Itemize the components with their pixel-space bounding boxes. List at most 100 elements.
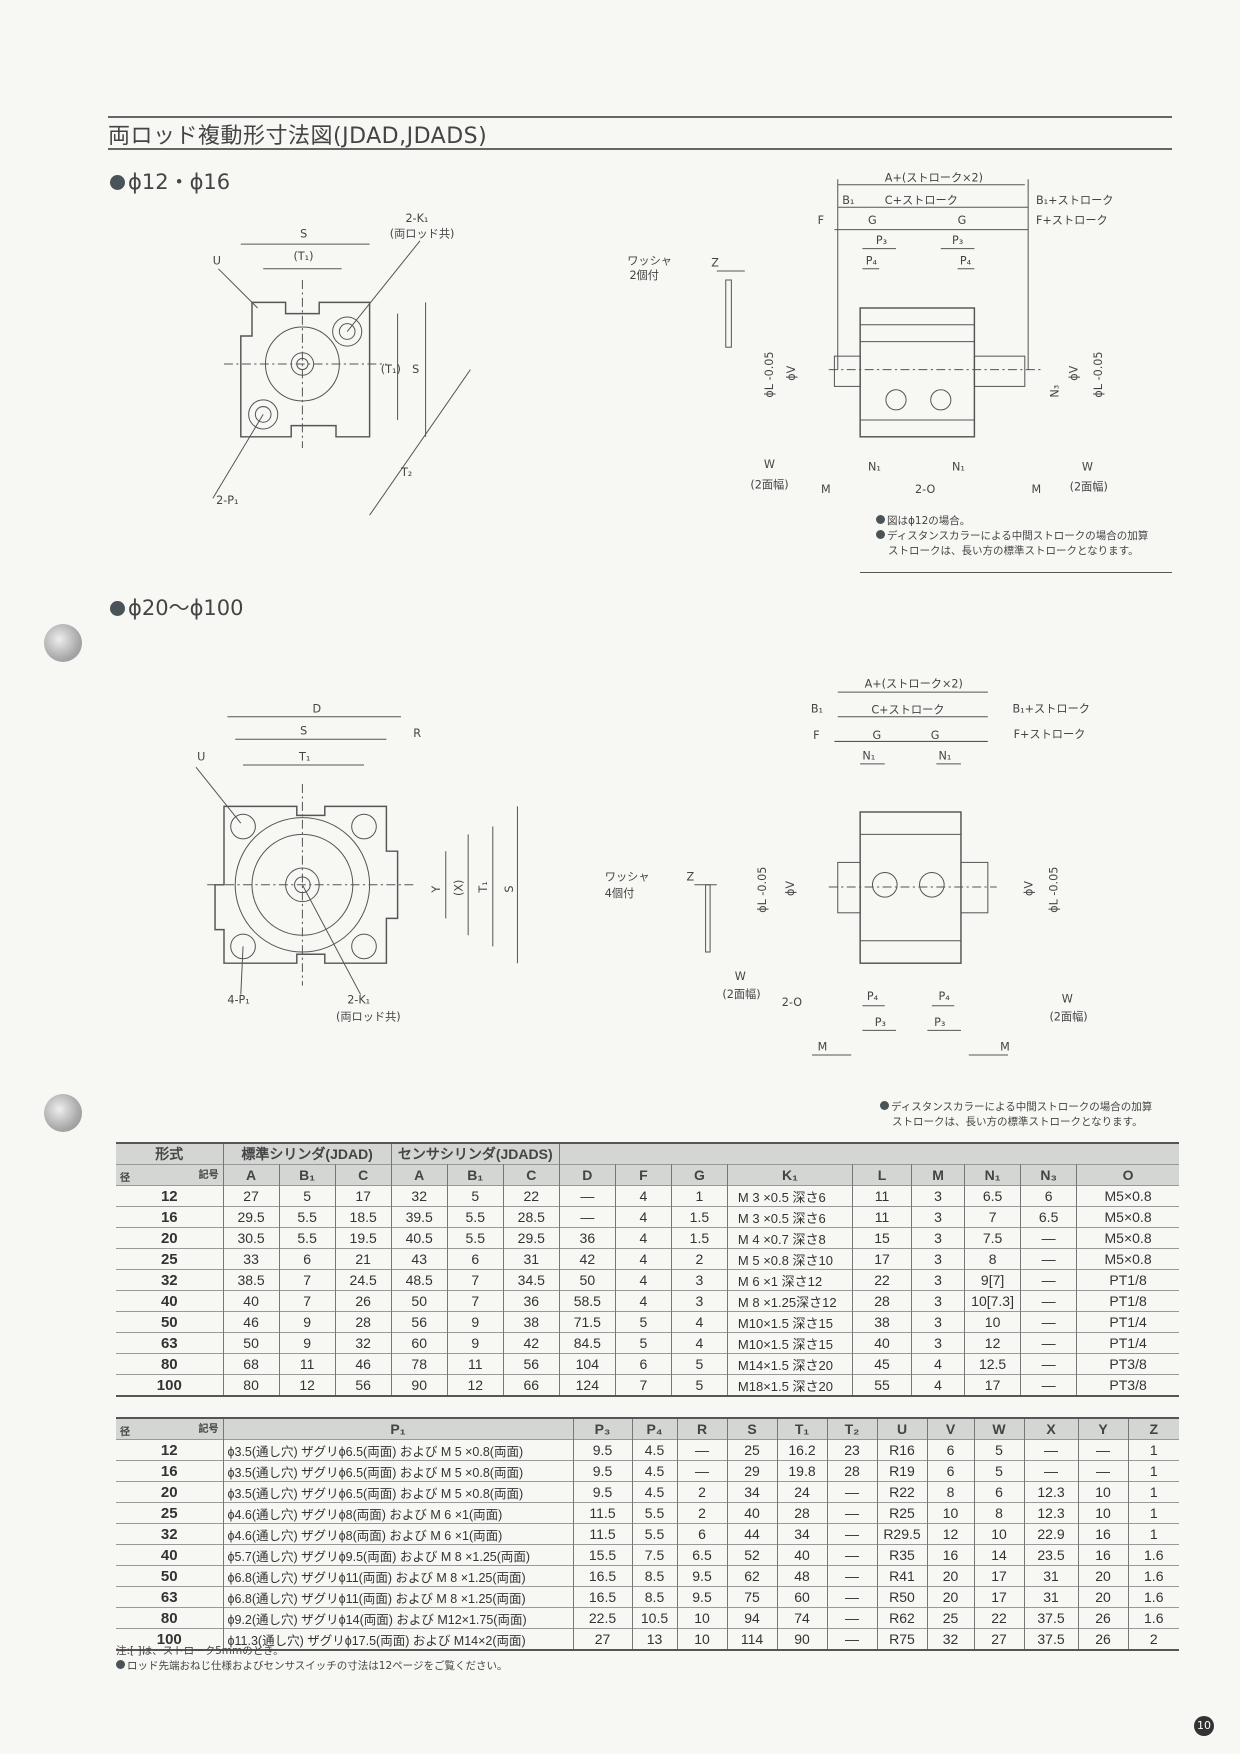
table-cell: 5.5 [632, 1523, 678, 1545]
bullet-icon [880, 1101, 889, 1110]
table-cell: M5×0.8 [1104, 1209, 1152, 1225]
table-cell: 27 [573, 1628, 633, 1650]
table-cell: M 4 ×0.7 深さ8 [727, 1227, 854, 1249]
table-cell: 42 [559, 1248, 616, 1270]
table-cell: 9 [279, 1311, 336, 1333]
table-cell: PT1/4 [1109, 1314, 1147, 1330]
dim-P1: 4-P₁ [227, 994, 249, 1007]
table-cell: — [1020, 1269, 1078, 1291]
table-cell: 24 [777, 1481, 828, 1503]
table-cell: 9 [447, 1311, 504, 1333]
table-cell: 7 [447, 1269, 504, 1291]
table-cell: 10 [677, 1628, 728, 1650]
table-cell: — [677, 1439, 728, 1461]
table-cell: PT1/8 [1109, 1293, 1147, 1309]
bore-cell: 12 [116, 1185, 224, 1207]
table-cell: 46 [335, 1353, 392, 1375]
table-cell: 12 [447, 1374, 504, 1396]
table-cell: 62 [727, 1565, 778, 1587]
bore-cell: 40 [116, 1290, 224, 1312]
table-cell: 5 [671, 1374, 728, 1396]
table-cell: 5 [279, 1185, 336, 1207]
table-cell: 84.5 [559, 1332, 616, 1354]
dim-S: S [300, 725, 307, 738]
table-cell: 124 [559, 1374, 616, 1396]
table-cell: 1.6 [1144, 1568, 1164, 1584]
table-cell: 17 [335, 1185, 392, 1207]
note-line: ディスタンスカラーによる中間ストロークの場合の加算 [880, 1100, 1152, 1115]
header-standard-cylinder: 標準シリンダ(JDAD) [223, 1143, 392, 1165]
table-cell: 14 [974, 1544, 1025, 1566]
dim-P4: P₄ [866, 254, 878, 267]
table-cell: 4 [615, 1185, 672, 1207]
dim-D: D [312, 702, 321, 715]
table-cell: 6.5 [1020, 1206, 1078, 1228]
footnote-reference: ロッド先端おねじ仕様およびセンサスイッチの寸法は12ページをご覧ください。 [127, 1660, 508, 1672]
note-text: ストロークは、長い方の標準ストロークとなります。 [892, 1116, 1143, 1128]
bore-cell: 50 [116, 1311, 224, 1333]
table-cell: M5×0.8 [1104, 1251, 1152, 1267]
table-cell: ϕ4.6(通し穴) ザグリϕ8(両面) および M 6 ×1(両面) [223, 1523, 574, 1545]
table-cell: 6 [447, 1248, 504, 1270]
dim-W: W [1062, 992, 1073, 1005]
table-cell: 4.5 [632, 1460, 678, 1482]
dim-R: R [413, 727, 421, 740]
table-cell: M10×1.5 深さ15 [727, 1311, 854, 1333]
table-cell: 39.5 [391, 1206, 448, 1228]
bore-cell: 16 [116, 1206, 224, 1228]
table-cell: 38 [503, 1311, 560, 1333]
table-cell: 1.5 [671, 1227, 728, 1249]
column-header: N₃ [1020, 1164, 1078, 1186]
table-cell: R35 [877, 1544, 928, 1566]
table-cell: — [559, 1206, 616, 1228]
bore-cell: 20 [116, 1481, 224, 1503]
corner-bore: 径 [120, 1173, 130, 1184]
washer-label: ワッシャ [605, 870, 650, 883]
note-line: 図はϕ12の場合。 [876, 514, 1148, 529]
bore-cell: 63 [116, 1586, 224, 1608]
notes-top: 図はϕ12の場合。 ディスタンスカラーによる中間ストロークの場合の加算 ストロー… [876, 514, 1148, 559]
table-cell: 34 [777, 1523, 828, 1545]
table-cell: — [827, 1565, 878, 1587]
section-heading-12-16: ϕ12・ϕ16 [110, 166, 230, 196]
table-cell: 40.5 [391, 1227, 448, 1249]
column-header: D [559, 1164, 616, 1186]
table-cell: 1.6 [1144, 1589, 1164, 1605]
page-title: 両ロッド複動形寸法図(JDAD,JDADS) [108, 124, 488, 149]
table-cell: 50 [223, 1332, 280, 1354]
header-blank [559, 1143, 1179, 1165]
dim-C: C+ストローク [885, 194, 958, 207]
table-cell: 34 [727, 1481, 778, 1503]
table-cell: 5.5 [447, 1227, 504, 1249]
table-cell: 10 [927, 1502, 975, 1524]
dim-C: C+ストローク [871, 703, 944, 716]
table-cell: 8.5 [632, 1565, 678, 1587]
table-cell: 22.5 [573, 1607, 633, 1629]
table-cell: 17 [852, 1248, 913, 1270]
header-corner: 径記号 [116, 1164, 224, 1186]
table-cell: 16 [1078, 1523, 1129, 1545]
table-cell: M14×1.5 深さ20 [727, 1353, 854, 1375]
table-cell: 11 [852, 1185, 913, 1207]
dim-P3: P₃ [934, 1016, 945, 1029]
table-cell: PT3/8 [1109, 1356, 1147, 1372]
table-cell: — [1020, 1248, 1078, 1270]
dim-O: 2-O [915, 483, 935, 496]
dim-N1: N₁ [862, 749, 875, 762]
column-header: V [927, 1418, 975, 1440]
table-cell: 4.5 [632, 1439, 678, 1461]
table-cell: 6 [974, 1481, 1025, 1503]
table-cell: 56 [391, 1311, 448, 1333]
table-cell: 21 [335, 1248, 392, 1270]
table-cell: — [827, 1523, 878, 1545]
table-cell: 58.5 [559, 1290, 616, 1312]
table-cell: 3 [911, 1290, 966, 1312]
dim-F-stroke: F+ストローク [1036, 214, 1108, 227]
bore-cell: 50 [116, 1565, 224, 1587]
